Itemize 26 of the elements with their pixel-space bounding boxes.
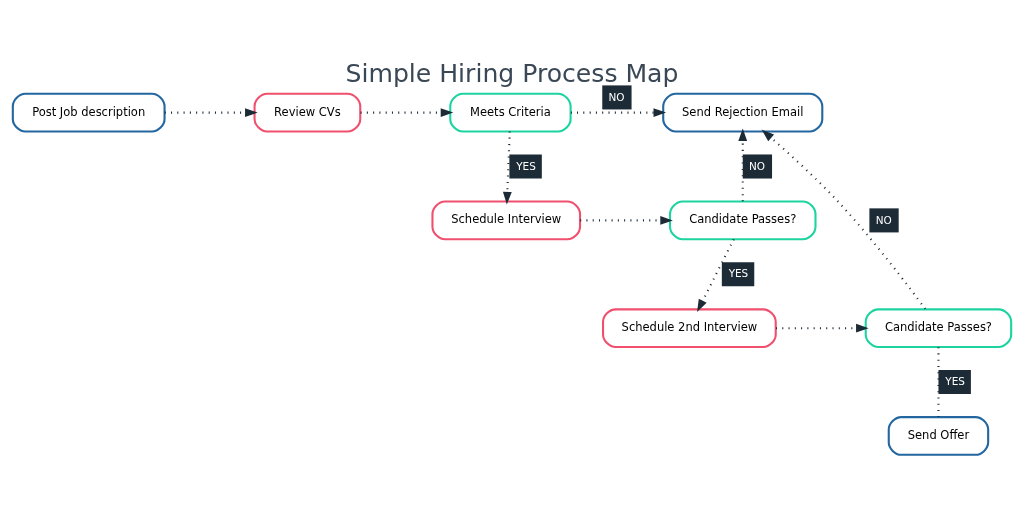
node-box: Send Rejection Email <box>662 92 824 132</box>
node-box: Post Job description <box>11 92 166 132</box>
node-box: Candidate Passes? <box>864 307 1013 348</box>
arrow <box>775 323 869 333</box>
arrow <box>360 107 454 117</box>
edge-label: NO <box>749 159 766 172</box>
edge-label: YES <box>945 374 965 387</box>
edge-label: YES <box>516 159 536 172</box>
edge-label: NO <box>875 213 892 226</box>
edge-label: NO <box>608 90 625 103</box>
node-box: Review CVs <box>253 92 362 132</box>
node-box: Meets Criteria <box>449 92 572 132</box>
arrow <box>697 238 735 312</box>
node-box: Send Offer <box>887 415 990 456</box>
edge-label: YES <box>728 266 749 279</box>
node-box: Candidate Passes? <box>668 200 817 240</box>
node-box: Schedule Interview <box>431 200 582 240</box>
arrow <box>164 107 258 117</box>
arrow <box>738 127 748 201</box>
connector <box>937 346 940 417</box>
arrow <box>570 107 667 117</box>
arrow <box>502 131 512 204</box>
arrow <box>580 215 673 225</box>
diagram-title: Simple Hiring Process Map <box>345 58 679 88</box>
node-box: Schedule 2nd Interview <box>602 307 777 348</box>
arrow <box>761 129 927 310</box>
